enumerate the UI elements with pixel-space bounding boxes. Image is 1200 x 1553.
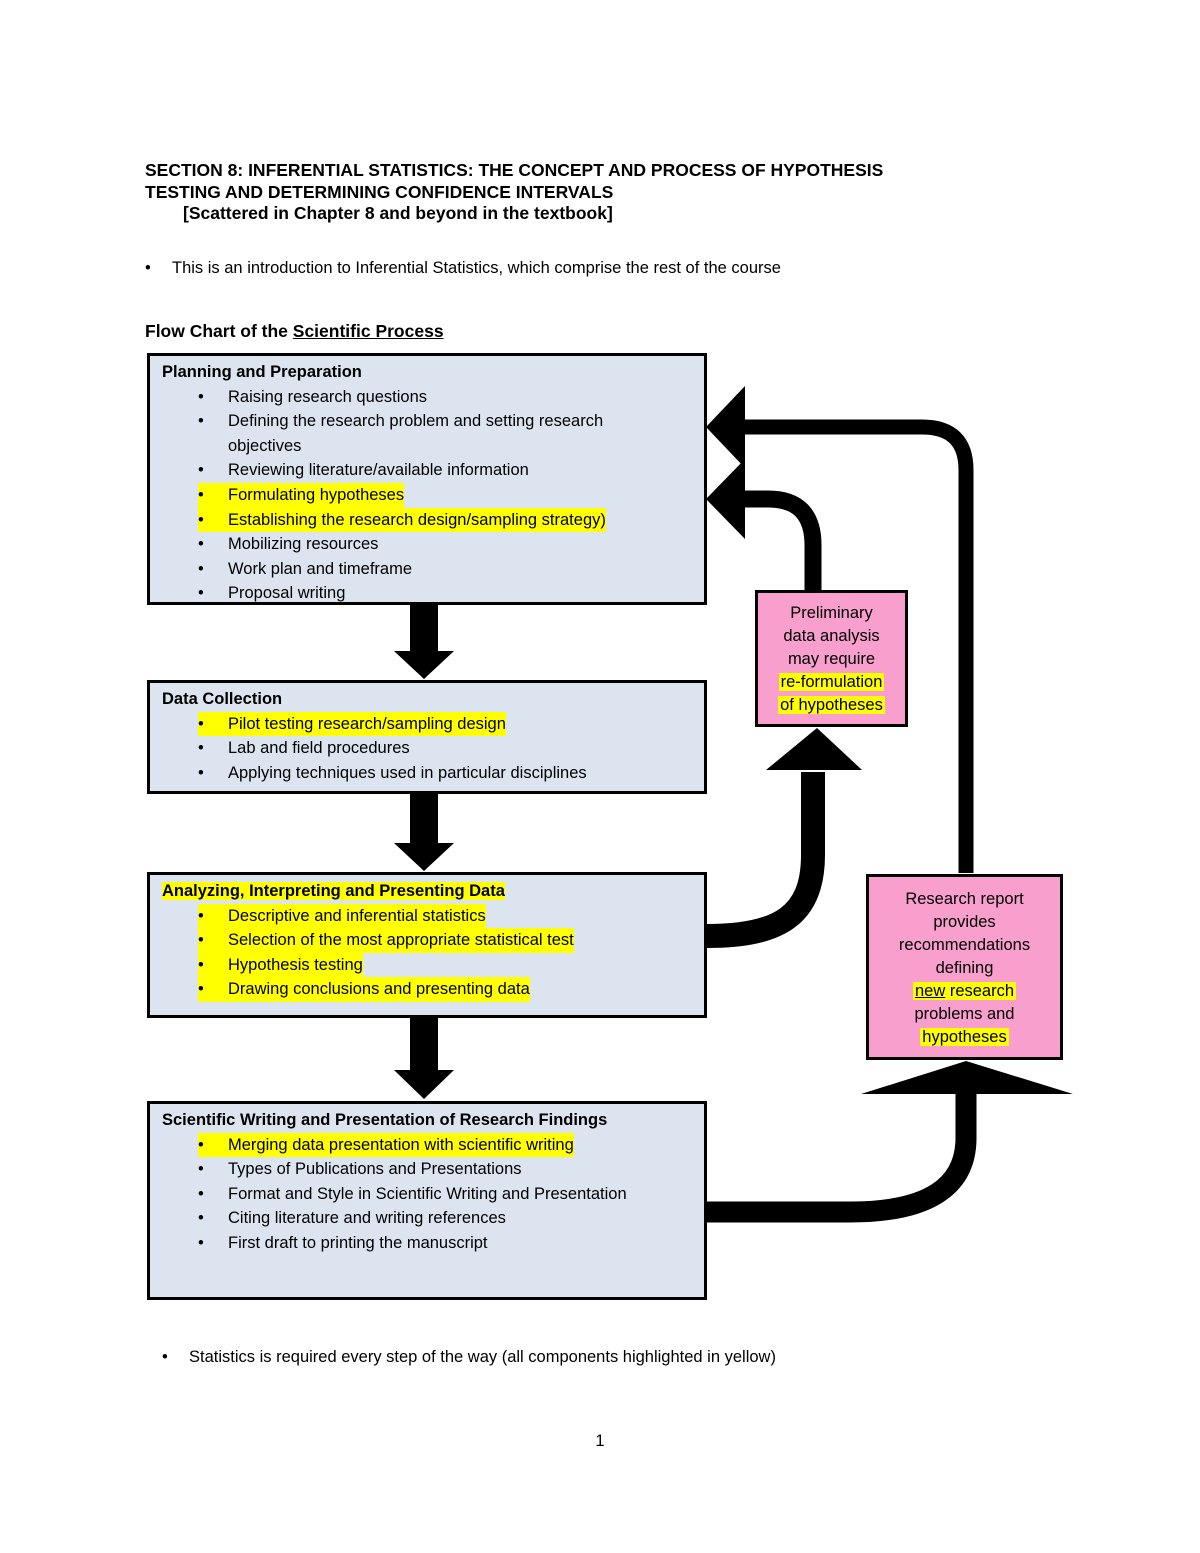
note-line: may require	[787, 650, 876, 668]
note-line: Preliminary	[790, 604, 873, 622]
flowchart-heading-prefix: Flow Chart of the	[145, 321, 293, 341]
footer-bullet-text: Statistics is required every step of the…	[189, 1348, 776, 1366]
arrow-writing-to-research-report-note-head	[861, 1061, 1073, 1094]
bullet-icon: •	[198, 711, 228, 737]
list-item-highlighted: •Pilot testing research/sampling design	[162, 711, 696, 737]
page-number: 1	[595, 1432, 605, 1450]
note-line: problems and	[914, 1005, 1015, 1023]
intro-bullet-text: This is an introduction to Inferential S…	[172, 259, 781, 277]
intro-bullet: • This is an introduction to Inferential…	[145, 257, 1105, 279]
list-item-highlighted: •Hypothesis testing	[162, 952, 696, 978]
bullet-icon: •	[198, 1184, 204, 1203]
section-title-line1: SECTION 8: INFERENTIAL STATISTICS: THE C…	[145, 160, 884, 180]
note-line-highlighted: hypotheses	[920, 1028, 1009, 1046]
list-item-highlighted: •Selection of the most appropriate stati…	[162, 928, 696, 953]
bullet-icon: •	[198, 1209, 204, 1228]
arrow-research-report-note-to-planning-head	[706, 386, 745, 468]
bullet-icon: •	[162, 1348, 168, 1366]
flowchart-heading-underlined: Scientific Process	[292, 321, 444, 341]
list-item-highlighted: •Merging data presentation with scientif…	[162, 1132, 696, 1158]
note-research-report: Research report provides recommendations…	[866, 874, 1063, 1060]
box-scientific-writing: Scientific Writing and Presentation of R…	[147, 1101, 707, 1300]
bullet-icon: •	[198, 1132, 228, 1158]
arrow-writing-to-research-report-note	[707, 1092, 977, 1223]
box-title: Scientific Writing and Presentation of R…	[162, 1111, 608, 1129]
list-item-highlighted: •Establishing the research design/sampli…	[162, 507, 696, 533]
bullet-icon: •	[198, 952, 228, 978]
bullet-icon: •	[145, 259, 151, 277]
arrow-analyzing-to-preliminary-note-head	[766, 728, 862, 770]
list-item: •Mobilizing resources	[162, 532, 696, 557]
box-title: Planning and Preparation	[162, 363, 362, 381]
flowchart-heading: Flow Chart of the Scientific Process	[145, 321, 444, 342]
section-title-line2: TESTING AND DETERMINING CONFIDENCE INTER…	[145, 181, 614, 202]
box-planning-and-preparation: Planning and Preparation •Raising resear…	[147, 353, 707, 605]
bullet-icon: •	[198, 559, 204, 578]
arrow-preliminary-note-to-planning	[742, 490, 822, 590]
arrow-data-collection-to-analyzing	[394, 792, 454, 871]
note-line-highlighted: re-formulation	[778, 673, 885, 691]
bullet-icon: •	[198, 1233, 204, 1252]
box-analyzing-interpreting-presenting: Analyzing, Interpreting and Presenting D…	[147, 872, 707, 1018]
arrow-research-report-note-to-planning	[742, 419, 974, 873]
section-subtitle: [Scattered in Chapter 8 and beyond in th…	[183, 203, 613, 223]
arrow-analyzing-to-writing	[394, 1016, 454, 1099]
box-title-highlighted: Analyzing, Interpreting and Presenting D…	[162, 882, 505, 900]
arrow-preliminary-note-to-planning-head	[706, 459, 745, 539]
box-data-collection: Data Collection •Pilot testing research/…	[147, 680, 707, 794]
note-line: provides	[933, 913, 996, 931]
bullet-icon: •	[198, 535, 204, 554]
list-item: •Reviewing literature/available informat…	[162, 458, 696, 483]
list-item: •Defining the research problem and setti…	[162, 409, 696, 458]
bullet-icon: •	[198, 977, 228, 1002]
bullet-icon: •	[198, 461, 204, 480]
bullet-icon: •	[198, 739, 204, 758]
arrow-planning-to-data-collection	[394, 602, 454, 679]
bullet-icon: •	[198, 507, 228, 533]
list-item: •Work plan and timeframe	[162, 557, 696, 582]
list-item: •Types of Publications and Presentations	[162, 1157, 696, 1182]
bullet-icon: •	[198, 584, 204, 603]
bullet-icon: •	[198, 1160, 204, 1179]
list-item-highlighted: •Descriptive and inferential statistics	[162, 903, 696, 929]
note-line: defining	[935, 959, 994, 977]
note-line: data analysis	[783, 627, 880, 645]
list-item: •First draft to printing the manuscript	[162, 1231, 696, 1256]
list-item: •Raising research questions	[162, 385, 696, 410]
list-item: •Lab and field procedures	[162, 736, 696, 761]
note-line-highlighted: of hypotheses	[778, 696, 885, 714]
list-item: •Format and Style in Scientific Writing …	[162, 1182, 696, 1207]
footer-bullet: • Statistics is required every step of t…	[162, 1346, 1122, 1368]
note-line: recommendations	[898, 936, 1031, 954]
note-line-highlighted: new research	[912, 982, 1017, 1000]
note-line: Research report	[905, 890, 1024, 908]
bullet-icon: •	[198, 412, 204, 431]
box-title: Data Collection	[162, 690, 283, 708]
bullet-icon: •	[198, 763, 204, 782]
list-item: •Citing literature and writing reference…	[162, 1206, 696, 1231]
list-item-highlighted: •Drawing conclusions and presenting data	[162, 977, 696, 1002]
section-title: SECTION 8: INFERENTIAL STATISTICS: THE C…	[145, 160, 1085, 225]
bullet-icon: •	[198, 482, 228, 508]
note-preliminary-data-analysis: Preliminary data analysis may require re…	[755, 590, 908, 727]
list-item: •Proposal writing	[162, 581, 696, 606]
bullet-icon: •	[198, 387, 204, 406]
arrow-analyzing-to-preliminary-note	[706, 772, 825, 948]
list-item: •Applying techniques used in particular …	[162, 761, 696, 786]
bullet-icon: •	[198, 903, 228, 929]
list-item-highlighted: •Formulating hypotheses	[162, 482, 696, 508]
bullet-icon: •	[198, 928, 228, 953]
